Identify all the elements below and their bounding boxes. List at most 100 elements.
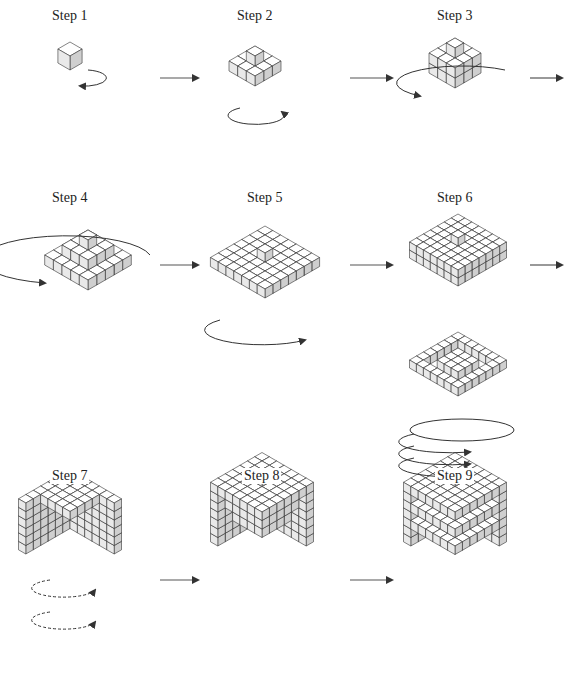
- cube-face: [299, 487, 306, 500]
- cube-face: [246, 51, 255, 66]
- cube-face: [446, 63, 455, 78]
- cube-face: [19, 499, 26, 512]
- cube-face: [218, 487, 225, 500]
- cube-face: [247, 504, 254, 517]
- cube-face: [264, 66, 273, 81]
- cube-face: [225, 491, 232, 504]
- cube-face: [105, 245, 114, 260]
- cube-face: [45, 255, 54, 270]
- cube-face: [48, 499, 55, 512]
- cube-face: [257, 249, 265, 263]
- cube-face: [492, 521, 499, 534]
- cube-face: [79, 235, 88, 250]
- cube-face: [88, 255, 97, 270]
- cube-face: [77, 503, 84, 516]
- cube-face: [229, 61, 238, 76]
- cube-face: [262, 508, 269, 521]
- cube-face: [486, 368, 493, 380]
- cube-face: [306, 482, 313, 495]
- cube-face: [210, 258, 218, 272]
- cube-face: [97, 270, 106, 285]
- cube-face: [479, 372, 486, 384]
- cube-face: [458, 266, 465, 278]
- cube-face: [265, 249, 273, 263]
- cube-blocks: [19, 38, 507, 555]
- cube-face: [53, 260, 62, 275]
- cube-face: [255, 508, 262, 521]
- cube-face: [26, 499, 33, 512]
- cube-face: [284, 495, 291, 508]
- cube-face: [418, 525, 425, 538]
- cube-face: [410, 360, 417, 372]
- cube-face: [438, 58, 447, 73]
- cube-face: [500, 242, 507, 254]
- step-arrows: [160, 78, 562, 580]
- cube-face: [493, 364, 500, 376]
- cube-face: [70, 507, 77, 520]
- cube-face: [255, 51, 264, 66]
- cube-face: [451, 266, 458, 278]
- cube-face: [246, 71, 255, 86]
- cube-face: [226, 267, 234, 281]
- cube-face: [479, 352, 486, 364]
- cube-face: [79, 255, 88, 270]
- cube-face: [500, 360, 507, 372]
- cube-face: [455, 63, 464, 78]
- cube-face: [88, 275, 97, 290]
- cube-face: [105, 265, 114, 280]
- cube-face: [107, 499, 114, 512]
- cube-face: [114, 499, 121, 512]
- cube-face: [433, 533, 440, 546]
- cube-face: [410, 242, 417, 254]
- cube-face: [455, 43, 464, 58]
- cube-face: [277, 499, 284, 512]
- cube-face: [479, 254, 486, 266]
- cube-face: [423, 250, 430, 262]
- cube-face: [265, 285, 273, 299]
- cube-face: [451, 384, 458, 396]
- cube-face: [446, 43, 455, 58]
- cube-face: [240, 499, 247, 512]
- cube-face: [70, 49, 82, 70]
- cube-face: [255, 71, 264, 86]
- cube-face: [296, 267, 304, 281]
- cube-face: [273, 280, 281, 294]
- cube-face: [269, 504, 276, 517]
- cube-face: [418, 508, 425, 521]
- cube-face: [291, 491, 298, 504]
- cube-face: [211, 482, 218, 495]
- cube-face: [242, 276, 250, 290]
- cube-face: [465, 380, 472, 392]
- cube-face: [444, 380, 451, 392]
- cube-face: [272, 61, 281, 76]
- cube-face: [92, 495, 99, 508]
- cube-face: [114, 260, 123, 275]
- cube-face: [234, 271, 242, 285]
- cube-face: [249, 280, 257, 294]
- cube-face: [437, 258, 444, 270]
- cube-face: [33, 495, 40, 508]
- cube-face: [451, 234, 458, 246]
- cube-face: [304, 262, 312, 276]
- cube-face: [423, 368, 430, 380]
- cube-face: [472, 376, 479, 388]
- cube-face: [411, 504, 418, 517]
- cube-face: [71, 250, 80, 265]
- cube-face: [472, 258, 479, 270]
- cube-face: [62, 265, 71, 280]
- cube-face: [458, 234, 465, 246]
- cube-face: [484, 525, 491, 538]
- cube-face: [58, 49, 70, 70]
- cube-face: [411, 521, 418, 534]
- cube-face: [257, 285, 265, 299]
- cube-face: [430, 372, 437, 384]
- cube-face: [62, 245, 71, 260]
- cube-face: [97, 250, 106, 265]
- cube-face: [444, 262, 451, 274]
- cube-face: [312, 258, 320, 272]
- cube-face: [492, 504, 499, 517]
- cube-face: [99, 495, 106, 508]
- cube-face: [477, 529, 484, 542]
- cube-face: [493, 246, 500, 258]
- cube-face: [123, 255, 132, 270]
